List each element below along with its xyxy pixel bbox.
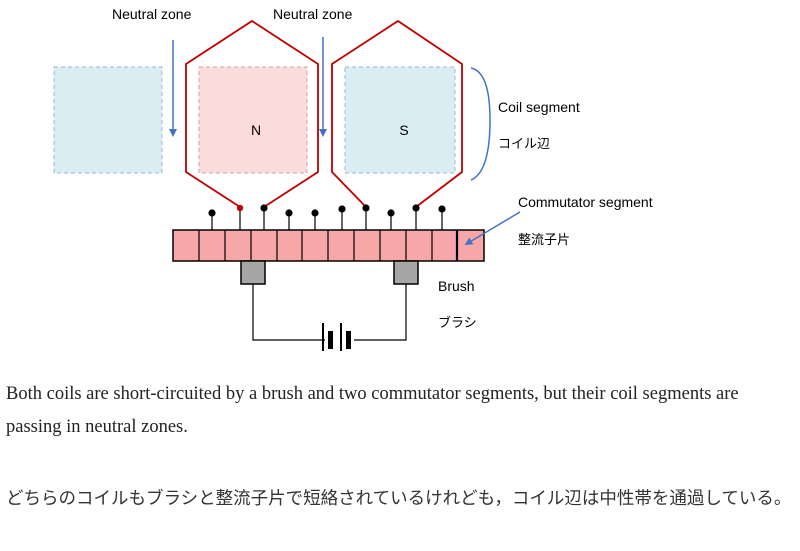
caption-english: Both coils are short-circuited by a brus… <box>6 384 739 437</box>
neutral-zone-label-left: Neutral zone <box>112 6 192 22</box>
commutator <box>172 229 485 262</box>
coil-segment-label: Coil segment <box>498 99 580 115</box>
neutral-zone-label-right: Neutral zone <box>273 6 353 22</box>
north-pole-label: N <box>251 122 261 138</box>
coil-right <box>331 19 463 208</box>
south-pole <box>344 66 456 174</box>
north-pole <box>198 66 308 174</box>
brush-label: Brush <box>438 278 475 294</box>
brush-left <box>240 260 266 285</box>
coil-segment-label-jp: コイル辺 <box>498 137 550 152</box>
commutator-risers <box>208 204 446 230</box>
battery-icon <box>322 323 351 351</box>
commutator-label-jp: 整流子片 <box>518 233 570 248</box>
commutator-pointer <box>464 211 521 246</box>
circuit-wire <box>252 284 325 341</box>
commutator-label: Commutator segment <box>518 194 653 210</box>
coil-segment-bracket <box>470 67 491 181</box>
brush-right <box>393 260 419 285</box>
south-pole-label: S <box>399 122 408 138</box>
brush-label-jp: ブラシ <box>438 315 477 331</box>
coil-connection-dot <box>236 204 244 212</box>
coil-left <box>185 19 319 208</box>
caption-japanese: どちらのコイルもブラシと整流子片で短絡されているけれども，コイル辺は中性帯を通過… <box>6 489 792 509</box>
faded-pole-left <box>53 66 163 174</box>
dc-motor-commutation-diagram: N S Neutral zone Neutral zone Coil segme… <box>53 6 653 351</box>
circuit-wire-right <box>354 284 407 341</box>
